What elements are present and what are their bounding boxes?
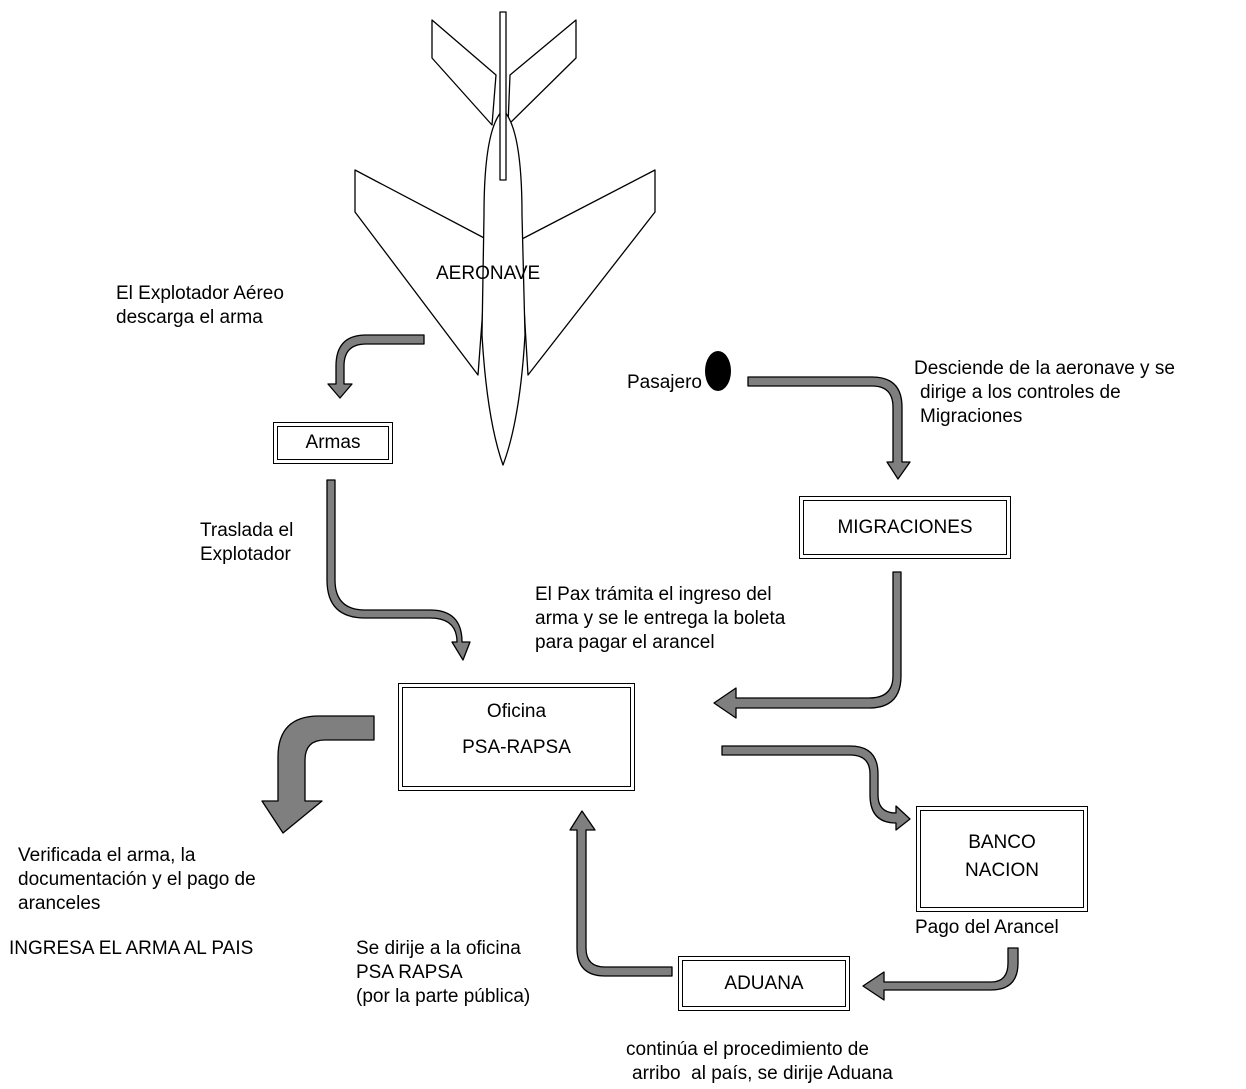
arrow-aircraft-to-armas — [327, 334, 425, 399]
oficina-box: Oficina PSA-RAPSA — [398, 683, 635, 791]
arrow-oficina-to-salida — [261, 715, 375, 834]
oficina-line2: PSA-RAPSA — [462, 737, 571, 758]
arrow-pasajero-to-migraciones — [747, 376, 911, 480]
arrow-migraciones-to-oficina — [713, 571, 902, 719]
aircraft-label: AERONAVE — [436, 263, 541, 284]
banco-line1: BANCO — [968, 832, 1036, 853]
arrow-oficina-to-banco — [721, 745, 911, 831]
note-desciende: Desciende de la aeronave y se dirige a l… — [914, 358, 1175, 427]
oficina-line1: Oficina — [486, 701, 547, 722]
note-pax-tramita: El Pax trámita el ingreso del arma y se … — [535, 584, 786, 653]
note-se-dirije: Se dirije a la oficina PSA RAPSA (por la… — [356, 938, 531, 1007]
note-traslada: Traslada el Explotador — [200, 520, 294, 565]
banco-box: BANCO NACION — [916, 806, 1088, 912]
passenger-dot-icon — [705, 351, 731, 391]
note-explotador-descarga: El Explotador Aéreo descarga el arma — [116, 283, 284, 328]
armas-label: Armas — [305, 432, 361, 453]
arrow-banco-to-aduana — [862, 947, 1019, 1001]
migraciones-label: MIGRACIONES — [837, 516, 973, 538]
arrow-armas-to-oficina — [326, 479, 471, 661]
aduana-label: ADUANA — [724, 972, 804, 994]
aduana-box: ADUANA — [678, 956, 850, 1011]
passenger-label: Pasajero — [627, 372, 702, 393]
arrow-aduana-to-oficina — [569, 810, 673, 977]
note-pago-arancel: Pago del Arancel — [915, 917, 1059, 938]
banco-line2: NACION — [965, 860, 1039, 881]
armas-box: Armas — [273, 422, 393, 464]
note-continua: continúa el procedimiento de arribo al p… — [626, 1039, 893, 1084]
note-verificada: Verificada el arma, la documentación y e… — [18, 845, 256, 914]
migraciones-box: MIGRACIONES — [799, 496, 1011, 559]
note-ingresa: INGRESA EL ARMA AL PAIS — [9, 938, 254, 959]
